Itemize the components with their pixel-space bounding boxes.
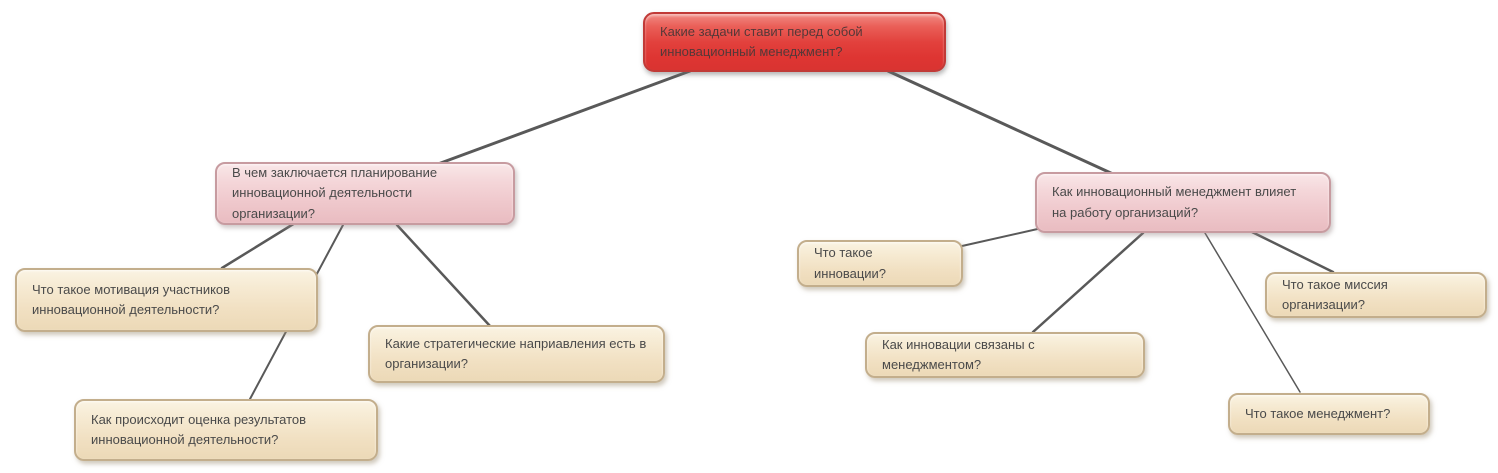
node-label: Что такое миссия организации? [1282, 276, 1388, 312]
node-label: Что такое мотивация участников инновацио… [32, 281, 231, 317]
node-label: Какие задачи ставит перед собой инноваци… [660, 23, 863, 59]
node-label: Что такое инновации? [814, 245, 887, 281]
node-label: Какие стратегические наприавления есть в… [385, 335, 647, 371]
connector-root-question-to-influence-question [886, 69, 1115, 176]
node-label: В чем заключается планирование инновацио… [232, 165, 438, 221]
mindmap-node-innovations-question[interactable]: Что такое инновации? [797, 240, 963, 287]
node-label: Как инновационный менеджмент влияет на р… [1052, 184, 1297, 220]
mindmap-node-evaluation-question[interactable]: Как происходит оценка результатов иннова… [74, 399, 378, 461]
mindmap-node-mission-question[interactable]: Что такое миссия организации? [1265, 272, 1487, 318]
mindmap-node-management-question[interactable]: Что такое менеджмент? [1228, 393, 1430, 435]
mindmap-node-root-question[interactable]: Какие задачи ставит перед собой инноваци… [643, 12, 946, 72]
mindmap-node-planning-question[interactable]: В чем заключается планирование инновацио… [215, 162, 515, 225]
connector-planning-question-to-motivation-question [220, 221, 297, 270]
connector-influence-question-to-innovation-management-question [1031, 231, 1145, 334]
mindmap-node-influence-question[interactable]: Как инновационный менеджмент влияет на р… [1035, 172, 1331, 233]
mindmap-node-motivation-question[interactable]: Что такое мотивация участников инновацио… [15, 268, 318, 332]
mindmap-node-strategy-question[interactable]: Какие стратегические наприавления есть в… [368, 325, 665, 383]
connector-influence-question-to-management-question [1204, 232, 1301, 393]
node-label: Как инновации связаны с менеджментом? [882, 336, 1035, 372]
node-label: Как происходит оценка результатов иннова… [91, 411, 307, 447]
connector-influence-question-to-innovations-question [961, 227, 1043, 247]
connector-planning-question-to-strategy-question [395, 223, 492, 328]
connector-influence-question-to-mission-question [1250, 230, 1335, 274]
connector-root-question-to-planning-question [436, 69, 692, 166]
mindmap-node-innovation-management-question[interactable]: Как инновации связаны с менеджментом? [865, 332, 1145, 378]
node-label: Что такое менеджмент? [1245, 405, 1391, 421]
